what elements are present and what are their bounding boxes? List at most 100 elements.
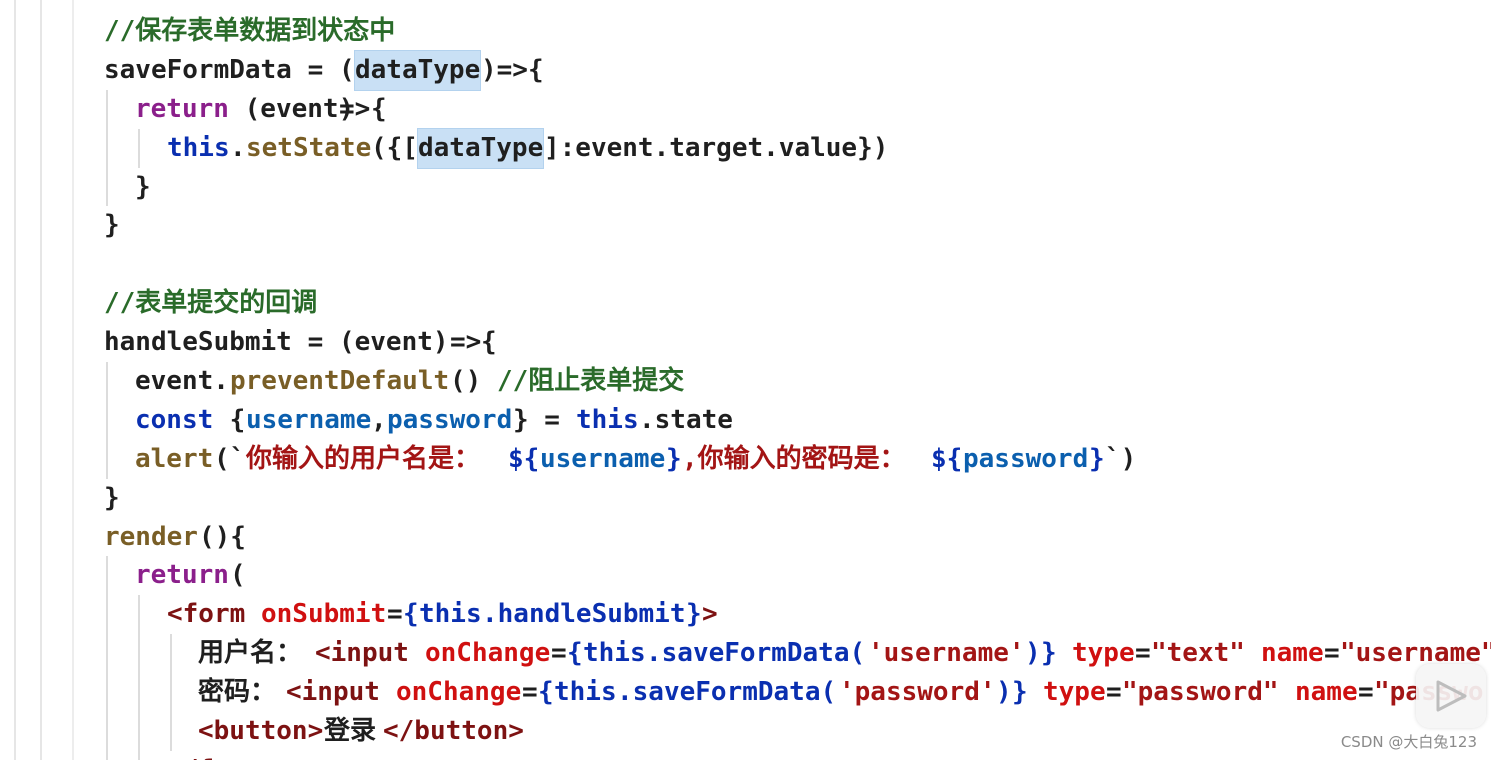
code-line [0, 245, 94, 284]
code-comment: //阻止表单提交 [497, 366, 685, 397]
code-jsx-attr: type [1072, 638, 1135, 669]
code-string: 'password' [839, 677, 996, 708]
code-token: } [1089, 443, 1105, 474]
code-string: "text" [1151, 638, 1245, 669]
code-token: .handleSubmit [482, 599, 686, 630]
code-token: event. [135, 366, 229, 397]
code-token: ]:event.target.value}) [544, 132, 889, 163]
play-triangle-icon [1436, 680, 1467, 712]
code-line: <button> 登录 </button> [0, 712, 524, 751]
code-token: = [551, 638, 567, 669]
code-token: (event) [229, 93, 355, 124]
indent-guide [106, 128, 108, 168]
indent-guide [106, 595, 108, 635]
code-token: .saveFormData( [617, 677, 837, 708]
code-line: //保存表单数据到状态中 [0, 12, 395, 51]
code-keyword-this: this [419, 599, 482, 630]
code-area[interactable]: //保存表单数据到状态中 saveFormData = ( dataType )… [0, 12, 1491, 760]
indent-guide [106, 167, 108, 207]
indent-guide [170, 673, 172, 713]
code-line: //表单提交的回调 [0, 284, 317, 323]
code-jsx-tag: <form [167, 599, 261, 630]
code-token: = [1358, 677, 1374, 708]
code-token: } [1041, 638, 1057, 669]
code-comment: //保存表单数据到状态中 [104, 16, 396, 46]
code-text: 登录 [324, 716, 377, 747]
code-keyword: const [135, 404, 214, 435]
indent-guide [106, 750, 108, 760]
code-line: <form onSubmit = { this .handleSubmit } … [0, 595, 718, 635]
code-identifier: handleSubmit [104, 327, 292, 358]
gutter-divider [14, 0, 16, 760]
code-line: render (){ [0, 518, 246, 557]
code-token [1057, 634, 1073, 673]
code-token: = [522, 677, 538, 708]
code-token: ${ [508, 443, 540, 474]
code-line: } [0, 479, 120, 518]
indent-guide [170, 712, 172, 751]
code-line: } [0, 167, 151, 207]
code-comment: //表单提交的回调 [104, 288, 318, 319]
code-line: saveFormData = ( dataType )=>{ [0, 50, 544, 90]
code-identifier-highlighted: dataType [355, 50, 481, 90]
code-method: render [104, 521, 198, 552]
code-token: )=>{ [481, 54, 544, 85]
code-token: } [686, 599, 702, 630]
code-token: = [1135, 638, 1151, 669]
code-jsx-tag: <input [315, 638, 425, 669]
indent-guide [170, 634, 172, 674]
code-line: event. preventDefault () //阻止表单提交 [0, 362, 684, 401]
code-jsx-attr: name [1295, 677, 1358, 708]
code-variable: username [246, 404, 372, 435]
code-token: `) [1105, 443, 1137, 474]
code-jsx-tag: > [702, 599, 718, 630]
code-jsx-tag: </button> [383, 716, 524, 747]
gutter-divider [40, 0, 42, 760]
code-variable: password [387, 404, 513, 435]
code-token [1028, 673, 1044, 712]
code-line: alert (` 你输入的用户名是： ${ username } ,你输入的密码… [0, 439, 1136, 479]
code-keyword-this: this [554, 677, 617, 708]
code-keyword-this: this [576, 404, 639, 435]
gutter-divider [72, 0, 74, 760]
indent-guide [106, 673, 108, 713]
code-token: ) [996, 677, 1012, 708]
code-keyword-this: this [167, 132, 230, 163]
code-token: .state [639, 404, 733, 435]
code-jsx-attr: onSubmit [261, 599, 387, 630]
video-play-button[interactable] [1416, 664, 1486, 728]
code-string: "password" [1122, 677, 1279, 708]
code-method: preventDefault [230, 366, 450, 397]
code-token: { [567, 638, 583, 669]
code-token: { [403, 599, 419, 630]
code-identifier: saveFormData [104, 54, 292, 85]
watermark: CSDN @大白兔123 [1340, 733, 1477, 751]
code-keyword: return [135, 93, 229, 124]
indent-guide [138, 750, 140, 760]
code-keyword-this: this [583, 638, 646, 669]
code-token: { [538, 677, 554, 708]
code-token: = [1106, 677, 1122, 708]
code-jsx-attr: type [1043, 677, 1106, 708]
indent-guide [138, 128, 140, 168]
code-token: ${ [931, 443, 963, 474]
indent-guide [138, 634, 140, 674]
code-line: return (event) => { [0, 89, 387, 129]
code-token: .saveFormData( [646, 638, 866, 669]
code-line: return ( [0, 556, 246, 596]
code-line: } [0, 206, 120, 245]
code-string: ,你输入的密码是： [682, 443, 906, 474]
code-token: = ( [292, 54, 355, 85]
code-variable: username [540, 443, 666, 474]
code-jsx-attr: onChange [425, 638, 551, 669]
code-token: ({[ [371, 132, 418, 163]
code-token: . [230, 132, 246, 163]
code-string: 'username' [868, 638, 1025, 669]
indent-guide [106, 556, 108, 596]
code-line: 密码： <input onChange = { this .saveFormDa… [0, 673, 1484, 713]
code-token: { [214, 404, 246, 435]
code-token: , [371, 404, 387, 435]
code-token: = (event) [292, 327, 449, 358]
code-token: (` [214, 443, 246, 474]
